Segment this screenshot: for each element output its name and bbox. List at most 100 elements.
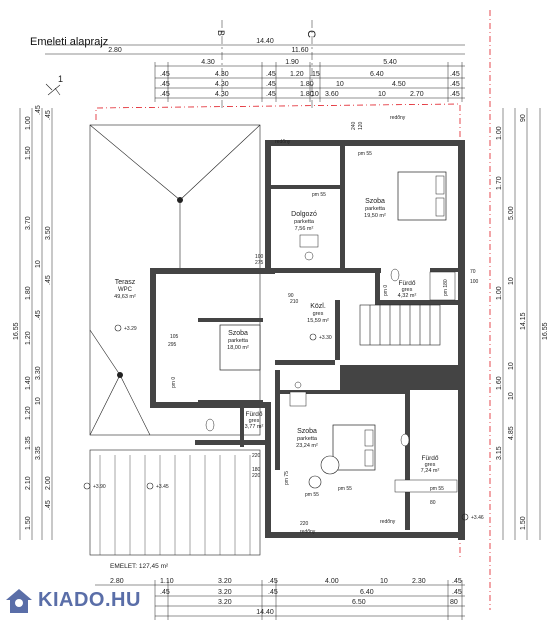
property-outline — [95, 103, 461, 560]
svg-text:3.35: 3.35 — [35, 446, 42, 460]
axis-marker-b: B — [216, 30, 226, 36]
svg-text:1.80: 1.80 — [300, 91, 314, 98]
house-icon — [6, 588, 32, 613]
svg-text:1.40: 1.40 — [25, 376, 32, 390]
svg-text:80: 80 — [430, 500, 436, 506]
svg-text:16.55: 16.55 — [542, 322, 549, 340]
svg-text:4.30: 4.30 — [201, 59, 215, 66]
svg-text:1.00: 1.00 — [496, 286, 503, 300]
level-markers: +3.29 +3.30 +3.45 +3.46 +3.90 — [83, 324, 484, 521]
svg-text:3,77 m²: 3,77 m² — [245, 424, 264, 430]
svg-text:3.15: 3.15 — [496, 446, 503, 460]
watermark-text: KIADO.HU — [38, 589, 141, 611]
svg-text:.45: .45 — [160, 71, 170, 78]
svg-text:1.35: 1.35 — [25, 436, 32, 450]
svg-text:Fürdő: Fürdő — [246, 411, 263, 418]
svg-text:.45: .45 — [45, 110, 52, 120]
svg-text:redőny: redőny — [390, 115, 406, 121]
plan-title: Emeleti alaprajz — [30, 36, 108, 48]
svg-text:1.50: 1.50 — [25, 516, 32, 530]
svg-text:pm 55: pm 55 — [358, 151, 372, 157]
svg-text:redőny: redőny — [380, 519, 396, 525]
top-dimensions: 14.40 2.80 11.60 4.30 1.90 5.40 .45 4.30… — [45, 38, 465, 102]
svg-text:.45: .45 — [45, 275, 52, 285]
svg-text:11.60: 11.60 — [292, 47, 309, 54]
svg-text:Szoba: Szoba — [228, 330, 248, 337]
svg-text:275: 275 — [255, 260, 264, 266]
svg-text:2.70: 2.70 — [410, 91, 424, 98]
svg-text:gres: gres — [425, 462, 436, 468]
svg-text:1.20: 1.20 — [25, 331, 32, 345]
svg-text:10: 10 — [336, 81, 344, 88]
svg-text:+3.90: +3.90 — [93, 484, 106, 490]
svg-text:4.50: 4.50 — [392, 81, 406, 88]
svg-text:100: 100 — [470, 279, 479, 285]
svg-text:6.40: 6.40 — [370, 71, 384, 78]
svg-text:.45: .45 — [266, 81, 276, 88]
svg-text:10: 10 — [380, 578, 388, 585]
svg-text:.45: .45 — [266, 91, 276, 98]
svg-text:220: 220 — [252, 453, 261, 459]
svg-text:3.20: 3.20 — [218, 578, 232, 585]
furniture — [205, 171, 458, 493]
svg-text:.45: .45 — [268, 589, 278, 596]
svg-text:.45: .45 — [160, 91, 170, 98]
svg-text:2.00: 2.00 — [45, 476, 52, 490]
svg-text:10: 10 — [378, 91, 386, 98]
svg-text:1.50: 1.50 — [520, 516, 527, 530]
svg-text:23,24 m²: 23,24 m² — [296, 443, 318, 449]
svg-text:.45: .45 — [160, 81, 170, 88]
svg-text:.45: .45 — [35, 310, 42, 320]
svg-text:4.30: 4.30 — [215, 81, 229, 88]
svg-text:Fürdő: Fürdő — [422, 455, 439, 462]
room-szoba-1: Szoba parketta 19,50 m² — [364, 198, 386, 219]
svg-text:Szoba: Szoba — [297, 428, 317, 435]
svg-text:49,63 m²: 49,63 m² — [114, 294, 136, 300]
svg-text:14.40: 14.40 — [256, 609, 274, 616]
svg-text:10: 10 — [508, 362, 515, 370]
svg-text:70: 70 — [470, 269, 476, 275]
svg-text:redőny: redőny — [300, 529, 316, 535]
svg-text:1.00: 1.00 — [25, 116, 32, 130]
svg-text:10: 10 — [508, 392, 515, 400]
svg-text:5.00: 5.00 — [508, 206, 515, 220]
svg-text:7,24 m²: 7,24 m² — [421, 468, 440, 474]
svg-text:Szoba: Szoba — [365, 198, 385, 205]
svg-text:1.50: 1.50 — [25, 146, 32, 160]
axis-marker-1: 1 — [58, 74, 63, 84]
left-dimensions: 1.00 1.50 3.70 1.80 1.20 1.40 1.20 1.35 … — [13, 105, 53, 540]
svg-text:2.30: 2.30 — [412, 578, 426, 585]
svg-text:80: 80 — [450, 599, 458, 606]
room-szoba-3: Szoba parketta 23,24 m² — [296, 428, 318, 449]
svg-text:pm 0: pm 0 — [383, 285, 389, 296]
svg-text:1.70: 1.70 — [496, 176, 503, 190]
svg-text:3.20: 3.20 — [218, 599, 232, 606]
svg-text:3.60: 3.60 — [325, 91, 339, 98]
svg-text:4.30: 4.30 — [215, 71, 229, 78]
svg-text:1.20: 1.20 — [25, 406, 32, 420]
svg-text:1.00: 1.00 — [496, 126, 503, 140]
room-dolgozo: Dolgozó parketta 7,56 m² — [291, 211, 317, 232]
svg-text:19,50 m²: 19,50 m² — [364, 213, 386, 219]
right-dimensions: 90 5.00 10 1.00 10 1.60 10 4.85 3.15 14.… — [496, 108, 549, 540]
svg-text:90: 90 — [288, 293, 294, 299]
svg-text:1.90: 1.90 — [285, 59, 299, 66]
room-kozl: Közl. gres 15,59 m² — [307, 303, 329, 324]
svg-text:10: 10 — [311, 91, 319, 98]
svg-text:Közl.: Közl. — [310, 303, 326, 310]
svg-text:120: 120 — [358, 121, 364, 130]
svg-text:3.70: 3.70 — [25, 216, 32, 230]
svg-text:.45: .45 — [450, 81, 460, 88]
stairs — [359, 304, 441, 346]
svg-text:1.80: 1.80 — [300, 81, 314, 88]
room-labels: Terasz WPC 49,63 m² Dolgozó parketta 7,5… — [114, 198, 439, 474]
svg-text:14.15: 14.15 — [520, 312, 527, 330]
svg-text:90: 90 — [520, 114, 527, 122]
svg-text:1.20: 1.20 — [290, 71, 304, 78]
svg-text:redőny: redőny — [275, 139, 291, 145]
svg-text:pm 55: pm 55 — [430, 486, 444, 492]
north-arrow-icon: 1 — [45, 74, 63, 96]
room-furdo-1: Fürdő gres 4,32 m² — [398, 280, 417, 299]
bottom-dimensions: 2.80 1.10 3.20 .45 4.00 10 2.30 .45 .45 … — [95, 578, 465, 620]
